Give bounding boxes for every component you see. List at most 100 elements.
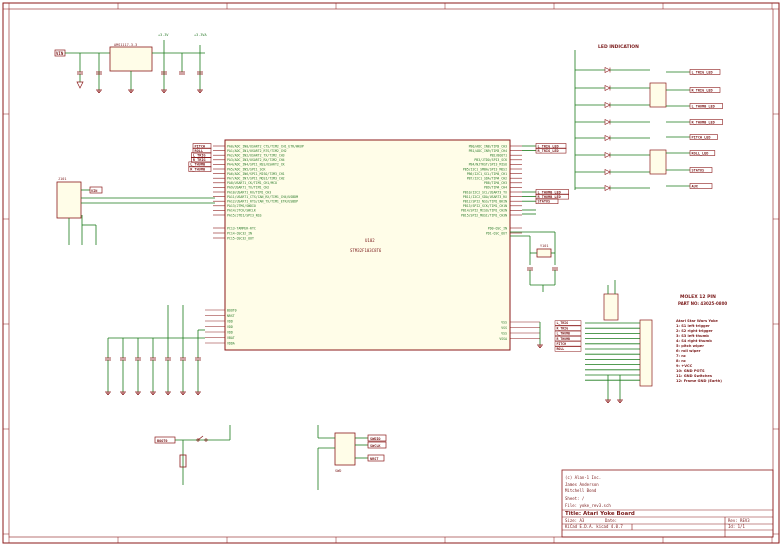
right-net-label: STATUS <box>538 200 551 204</box>
molex-connector[interactable] <box>639 319 653 387</box>
molex-net-label: PITCH <box>557 342 567 346</box>
left-net-label: R_TRIG <box>193 158 206 162</box>
connector-note: 12: Frame GND (Earth) <box>676 379 722 383</box>
mcu-right-pins: PB0/ADC_IN8/TIM3_CH3PB1/ADC_IN9/TIM3_CH4… <box>461 144 522 217</box>
mcu-pin-label: PA4/ADC_IN4/SPI1_NSS/USART2_CK <box>227 163 285 167</box>
left-net-label: L_THUMB <box>190 163 205 167</box>
mcu-pin-label: VDDA <box>227 341 235 345</box>
mcu-value: STM32F103C8T6 <box>350 248 382 253</box>
mcu-pin-label: PB14/SPI2_MISO/TIM1_CH2N <box>461 209 507 213</box>
connector-notes: MOLEX 12 PIN PART NO: 43025-0800 Atari S… <box>676 294 727 383</box>
mcu-pin-label: PB12/SPI2_NSS/TIM1_BKIN <box>463 200 507 204</box>
connector-note: 9: +VCC <box>676 364 693 368</box>
swclk-label: SWCLK <box>370 444 381 448</box>
mcu-pin-label: BOOT0 <box>227 308 237 312</box>
led-net-label: AUX <box>692 184 699 188</box>
mcu-pin-label: PC15-OSC32_OUT <box>227 236 254 240</box>
frame-ticks <box>3 3 779 543</box>
protection-array[interactable] <box>603 293 619 321</box>
mcu-pin-label: PB0/ADC_IN8/TIM3_CH3 <box>469 144 507 148</box>
resistor-array-2[interactable] <box>649 149 667 175</box>
molex-net-label: ROLL <box>557 347 565 351</box>
swd-header[interactable] <box>334 432 356 466</box>
regulator-name: AMS1117-3.3 <box>114 43 137 47</box>
molex-net-label: R_THUMB <box>557 337 571 341</box>
mcu-pin-label: PB10/I2C2_SCL/USART3_TX <box>463 190 507 194</box>
mcu-pin-label: PA8/USART1_CK/TIM1_CH1/MCO <box>227 181 277 185</box>
mcu-pin-label: PA9/USART1_TX/TIM1_CH2 <box>227 186 269 190</box>
mcu-pin-label: PA15/JTDI/SPI3_NSS <box>227 213 262 217</box>
right-net-labels: L_TRIG_LEDR_TRIG_LEDL_THUMB_LEDR_THUMB_L… <box>522 143 569 215</box>
mcu-pin-label: VSSA <box>499 337 507 341</box>
mcu-pin-label: PA7/ADC_IN7/SPI1_MOSI/TIM3_CH2 <box>227 177 285 181</box>
connector-title: MOLEX 12 PIN <box>680 294 716 300</box>
led-net-label: L_THUMB_LED <box>692 104 715 108</box>
connector-note: 2: S2 right trigger <box>676 329 713 333</box>
swd-section: SWD SWDIO SWCLK NRST <box>317 425 387 490</box>
mcu-pin-label: PB7/I2C1_SDA/TIM4_CH2 <box>467 177 507 181</box>
mcu-pin-label: PB5/I2C1_SMBA/SPI3_MOSI <box>463 167 507 171</box>
mcu-pin-label: PC13-TAMPER-RTC <box>227 226 256 230</box>
mcu-pin-label: VDD <box>227 330 233 334</box>
led-section-title: LED INDICATION <box>598 44 639 50</box>
usb-ref: J101 <box>58 177 66 181</box>
mcu-pin-label: VBAT <box>227 336 235 340</box>
mcu-left-pins-2: PC13-TAMPER-RTCPC14-OSC32_INPC15-OSC32_O… <box>213 226 256 240</box>
usb-connector[interactable] <box>56 181 82 219</box>
mcu-pin-label: PA11/USART1_CTS/CAN_RX/TIM1_CH4/USBDM <box>227 195 298 199</box>
decoupling-caps <box>105 305 205 395</box>
mcu-pin-label: PA10/USART1_RX/TIM1_CH3 <box>227 190 271 194</box>
mcu-pin-label: PA0/ADC_IN0/USART2_CTS/TIM2_CH1_ETR/WKUP <box>227 144 304 148</box>
left-net-label: R_THUMB <box>190 167 205 171</box>
mcu-body[interactable] <box>224 139 511 351</box>
mcu-pin-label: PB13/SPI2_SCK/TIM1_CH1N <box>463 204 507 208</box>
mcu-pin-label: PB11/I2C2_SDA/USART3_RX <box>463 195 507 199</box>
tb-size: Size: A3 <box>565 518 585 523</box>
regulator-section: VIN AMS1117-3.3 +3.3V +3.3VA <box>54 33 208 93</box>
connector-note: 4: S4 right thumb <box>676 339 712 343</box>
mcu-pin-label: PB1/ADC_IN9/TIM3_CH4 <box>469 149 507 153</box>
led-indication: L_TRIG_LEDR_TRIG_LEDL_THUMB_LEDR_THUMB_L… <box>574 50 723 191</box>
v33-label-top: +3.3V <box>158 33 169 37</box>
mcu-pin-label: PA1/ADC_IN1/USART2_RTS/TIM2_CH2 <box>227 149 287 153</box>
connector-note: Atari Star Wars Yoke <box>676 319 718 323</box>
right-net-label: L_THUMB_LED <box>538 190 561 194</box>
left-net-label: L_TRIG <box>193 154 206 158</box>
molex-net-label: R_TRIG <box>557 326 569 330</box>
connector-note: 5: pitch wiper <box>676 344 704 348</box>
led-net-label: L_TRIG_LED <box>692 70 713 74</box>
tb-copyright: (c) Alan-1 Inc. <box>565 475 601 480</box>
connector-note: 10: GND POTS <box>676 369 705 373</box>
vin-label: VIN <box>56 51 64 56</box>
mcu-pin-label: VSS <box>501 326 507 330</box>
tb-id: Id: 1/1 <box>728 524 745 529</box>
crystal-body[interactable] <box>536 248 552 258</box>
connector-note: 11: GND Switches <box>676 374 712 378</box>
mcu-pin-label: PA3/ADC_IN3/USART2_RX/TIM2_CH4 <box>227 158 285 162</box>
regulator-body[interactable] <box>109 46 153 72</box>
boot-section: BOOT0 <box>154 425 231 485</box>
tb-title: Title: Atari Yoke Board <box>565 511 635 517</box>
swdio-label: SWDIO <box>370 437 381 441</box>
led-net-label: STATUS <box>692 168 705 172</box>
resistor-array-1[interactable] <box>649 82 667 108</box>
tb-sheet: Sheet: / <box>565 496 585 501</box>
mcu-pin-label: PB6/I2C1_SCL/TIM4_CH1 <box>467 172 507 176</box>
mcu-pin-label: PD0-OSC_IN <box>488 226 507 230</box>
mcu-pin-label: PA13/JTMS/SWDIO <box>227 204 256 208</box>
boot-label: BOOT0 <box>157 439 168 443</box>
mcu-pin-label: PA6/ADC_IN6/SPI1_MISO/TIM3_CH1 <box>227 172 285 176</box>
mcu-pin-label: PB8/TIM4_CH3 <box>484 181 507 185</box>
tb-file: File: yoke_rev3.sch <box>565 503 611 508</box>
connector-note: 3: S3 left thumb <box>676 334 709 338</box>
connector-note: 6: roll wiper <box>676 349 701 353</box>
crystal-section: Y101 <box>510 231 558 292</box>
usb-section: J101 VIN <box>56 177 215 245</box>
molex-net-label: L_TRIG <box>557 321 569 325</box>
connector-note: 8: nc <box>676 359 686 363</box>
mcu-pin-label: VSS <box>501 331 507 335</box>
